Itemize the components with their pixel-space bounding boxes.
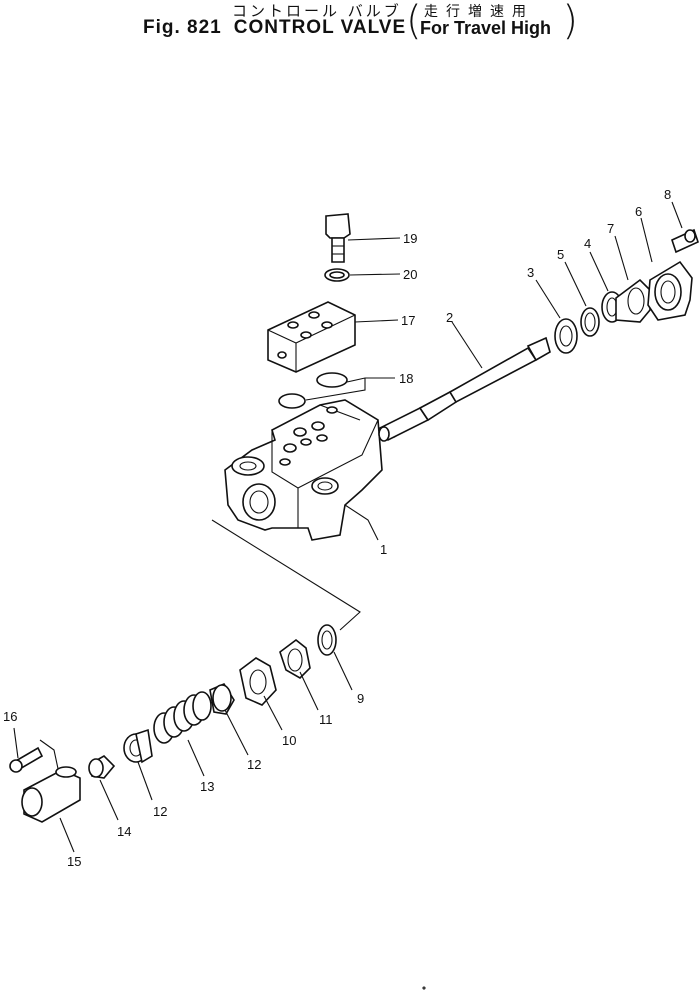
- part-label-3: 3: [527, 265, 534, 280]
- leader-10: [263, 695, 283, 731]
- gasket-11: [279, 638, 311, 679]
- leader-20: [349, 273, 401, 276]
- part-label-13: 13: [200, 779, 214, 794]
- open-paren-glyph: (: [406, 0, 422, 44]
- bolt-16: [9, 746, 44, 773]
- part-label-12a: 12: [247, 757, 261, 772]
- part-label-2: 2: [446, 310, 453, 325]
- seal-9: [317, 624, 337, 656]
- close-paren-glyph: ): [562, 0, 578, 44]
- valve-body-1: [224, 399, 399, 541]
- part-label-7: 7: [607, 221, 614, 236]
- qualifier-english: For Travel High: [420, 18, 552, 38]
- part-label-18: 18: [399, 371, 413, 386]
- figure-number: Fig. 821: [143, 17, 222, 38]
- part-label-17: 17: [401, 313, 415, 328]
- leader-18: [305, 377, 395, 401]
- spring-13: [153, 691, 212, 744]
- leader-7: [614, 235, 629, 281]
- leader-16: [13, 727, 19, 759]
- part-label-1: 1: [380, 542, 387, 557]
- bolt-8: [671, 228, 699, 254]
- part-label-16: 16: [3, 709, 17, 724]
- title-japanese: コントロール バルブ: [232, 2, 402, 20]
- leader-8: [671, 201, 683, 229]
- leader-4: [589, 251, 609, 292]
- group-bracket: [211, 519, 361, 631]
- gasket-7: [615, 278, 651, 323]
- part-label-10: 10: [282, 733, 296, 748]
- leader-3: [535, 279, 561, 319]
- figure-title: Fig. 821 CONTROL VALVE: [143, 17, 418, 39]
- leader-2: [451, 321, 483, 369]
- cover-6: [647, 260, 693, 321]
- leader-1: [344, 504, 379, 541]
- cover-plate-17: [267, 301, 356, 373]
- cap-15: [21, 766, 81, 823]
- leader-17: [354, 319, 399, 323]
- spring-seat-12a: [209, 682, 235, 715]
- part-label-8: 8: [664, 187, 671, 202]
- spring-seat-12b: [123, 728, 153, 764]
- part-label-5: 5: [557, 247, 564, 262]
- leader-12a: [224, 709, 249, 756]
- figure-name: CONTROL VALVE: [233, 17, 407, 38]
- qualifier-japanese: 走行増速用: [424, 4, 534, 20]
- plug-14: [88, 755, 116, 779]
- seal-3: [554, 318, 578, 354]
- part-label-19: 19: [403, 231, 417, 246]
- leader-9: [333, 651, 353, 691]
- cover-10: [239, 657, 277, 706]
- snap-ring-20: [324, 268, 350, 282]
- part-label-9: 9: [357, 691, 364, 706]
- bolt-19: [325, 213, 351, 263]
- leader-5: [564, 261, 587, 307]
- part-label-6: 6: [635, 204, 642, 219]
- ring-5: [580, 307, 600, 337]
- leader-13: [187, 739, 205, 777]
- spool-2: [378, 336, 551, 442]
- leader-14: [99, 779, 119, 821]
- leader-12b: [137, 761, 153, 801]
- title-qualifier: ( 走行増速用 For Travel High ): [406, 0, 578, 44]
- part-label-20: 20: [403, 267, 417, 282]
- o-rings-18: [278, 372, 348, 409]
- leader-15: [59, 817, 75, 853]
- part-label-15: 15: [67, 854, 81, 869]
- part-label-12b: 12: [153, 804, 167, 819]
- part-label-11: 11: [319, 712, 333, 727]
- leader-11: [299, 671, 319, 711]
- leader-19: [347, 237, 401, 241]
- leader-6: [640, 217, 653, 263]
- part-label-4: 4: [584, 236, 591, 251]
- scan-dot: [422, 986, 426, 990]
- part-label-14: 14: [117, 824, 131, 839]
